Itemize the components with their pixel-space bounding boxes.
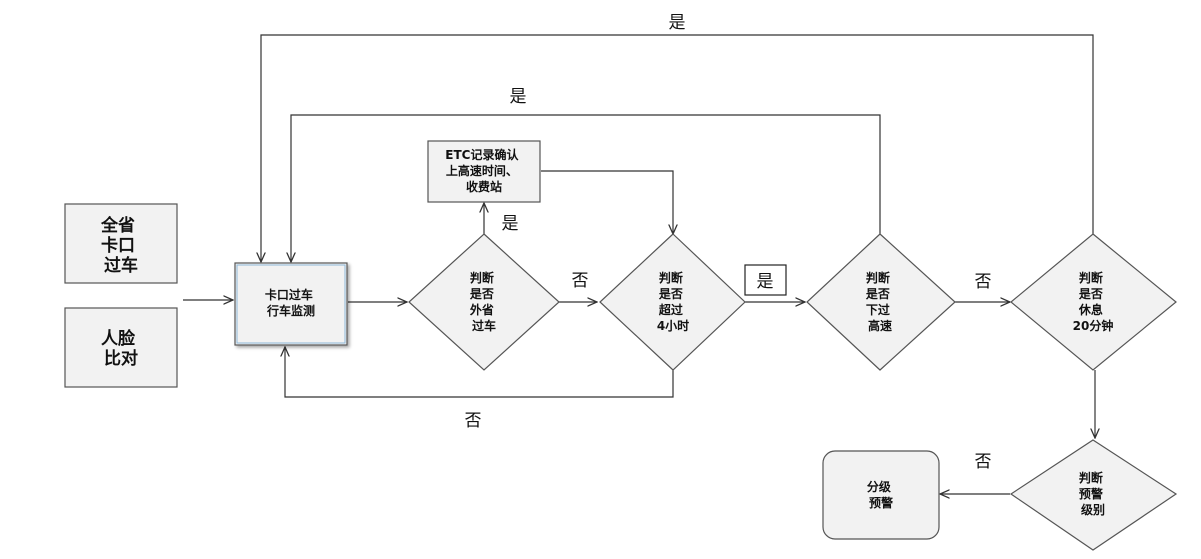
node-line: 判断 [866, 270, 890, 285]
node-line: 上高速时间、 [446, 163, 518, 178]
decision-rest-20min: 判断 是否 休息 20分钟 [1010, 233, 1177, 371]
edge-label-bottom-no: 否 [465, 411, 482, 431]
node-line: 超过 [658, 302, 683, 317]
node-quansheng-kakou: 全省 卡口 过车 [64, 203, 178, 284]
edge-label-boxed-yes-group: 是 [744, 264, 787, 296]
edge-label-boxed-yes: 是 [757, 272, 774, 292]
node-line: 判断 [1079, 470, 1103, 485]
node-line: 收费站 [466, 179, 502, 194]
decision-outside-province: 判断 是否 外省 过车 [408, 233, 560, 371]
arrow-4h-no-to-monitor [285, 347, 674, 398]
node-line: 行车监测 [266, 303, 315, 318]
node-line: 预警 [869, 495, 893, 510]
node-line: 分级 [867, 479, 891, 494]
node-line: 全省 [100, 215, 135, 236]
edge-label-etc-yes: 是 [502, 214, 519, 234]
edge-label-level-no: 否 [975, 452, 992, 472]
node-line: 20分钟 [1073, 318, 1114, 333]
node-line: 过车 [104, 255, 138, 276]
node-line: 外省 [470, 302, 494, 317]
connectors [183, 34, 1095, 494]
node-line: 人脸 [101, 328, 136, 349]
node-line: 是否 [469, 287, 494, 301]
node-line: 休息 [1078, 302, 1103, 317]
node-etc: ETC记录确认 上高速时间、 收费站 [427, 140, 541, 203]
arrow-etc-to-4h [541, 170, 673, 234]
svg-text:ETC记录确认 上高速时间、 收费站: ETC记录确认 上高速时间、 收费站 [445, 147, 522, 194]
node-line: 判断 [659, 270, 683, 285]
node-line: 判断 [470, 270, 494, 285]
svg-text:分级 预警: 分级 预警 [867, 479, 895, 510]
node-line: 是否 [1078, 287, 1103, 301]
svg-text:人脸 比对: 人脸 比对 [101, 328, 141, 369]
node-line: 是否 [865, 287, 890, 301]
arrow-exit-yes-to-monitor [291, 114, 881, 262]
node-line: 比对 [104, 348, 138, 369]
svg-text:判断 是否 超过 4小时: 判断 是否 超过 4小时 [657, 270, 689, 333]
node-line: 判断 [1079, 270, 1103, 285]
node-line: 级别 [1081, 502, 1105, 517]
node-line: 下过 [866, 302, 890, 317]
node-line: 卡口 [101, 235, 135, 256]
edge-label-second-yes: 是 [510, 87, 527, 107]
svg-text:判断 是否 休息 20分: 判断 是否 休息 20分钟 [1073, 270, 1114, 333]
node-line: 过车 [472, 318, 496, 333]
edge-label-exit-no: 否 [975, 272, 992, 292]
svg-text:判断 是否 外省 过车: 判断 是否 外省 过车 [469, 270, 498, 333]
decision-over-4h: 判断 是否 超过 4小时 [599, 233, 746, 371]
edge-label-outside-no: 否 [572, 271, 589, 291]
node-warning: 分级 预警 [822, 450, 940, 540]
node-line: ETC记录确认 [445, 147, 519, 162]
decision-warning-level: 判断 预警 级别 [1009, 439, 1178, 551]
node-line: 预警 [1079, 486, 1103, 501]
arrow-rest-yes-to-monitor [261, 34, 1094, 262]
svg-text:卡口过车 行车监测: 卡口过车 行车监测 [265, 287, 317, 318]
node-line: 高速 [868, 318, 892, 333]
node-line: 是否 [658, 287, 683, 301]
node-line: 4小时 [657, 318, 689, 333]
svg-text:全省 卡口 过车: 全省 卡口 过车 [100, 215, 141, 276]
svg-text:判断 是否 下过 高速: 判断 是否 下过 高速 [865, 270, 894, 333]
node-line: 卡口过车 [265, 287, 313, 302]
svg-text:判断 预警 级别: 判断 预警 级别 [1079, 470, 1107, 517]
decision-exit-highway: 判断 是否 下过 高速 [806, 233, 956, 371]
node-monitor: 卡口过车 行车监测 [234, 262, 348, 346]
edge-label-top-yes: 是 [669, 13, 686, 33]
node-renlian: 人脸 比对 [64, 307, 178, 388]
